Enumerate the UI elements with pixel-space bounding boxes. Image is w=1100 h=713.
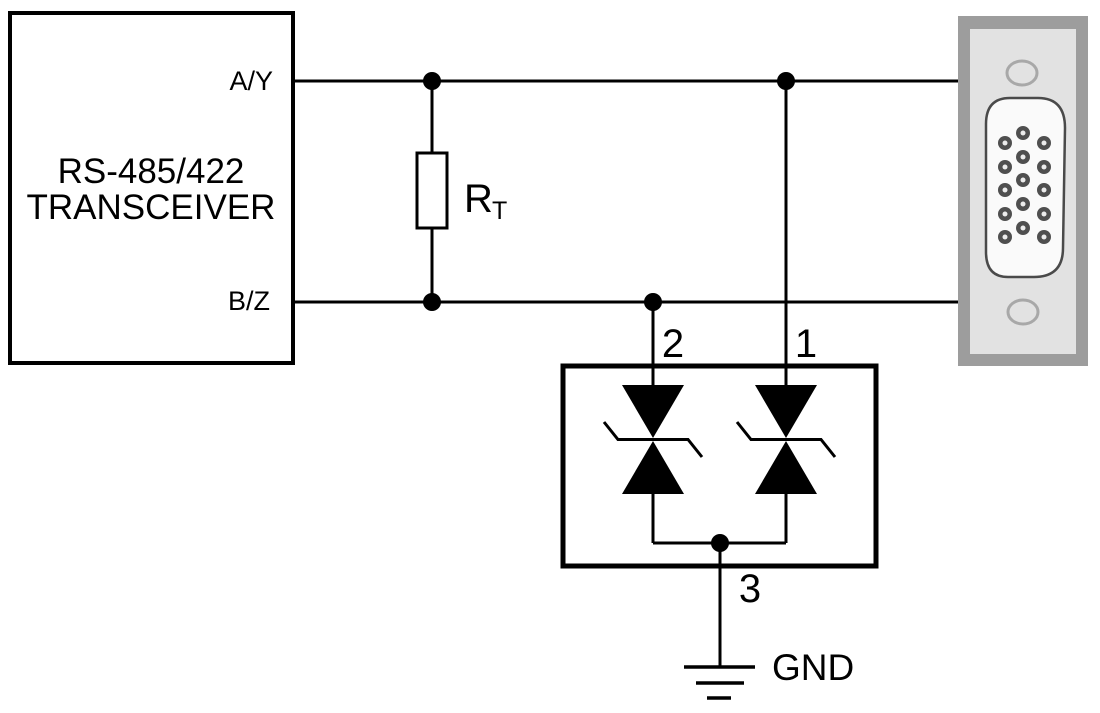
diode1-zener-bar [735, 421, 837, 458]
pin-hole [1041, 164, 1047, 170]
pin-hole [1002, 211, 1008, 217]
diode2-zener-bar [602, 421, 704, 458]
transceiver-title-line2: TRANSCEIVER [27, 188, 276, 227]
resistor-icon [415, 151, 449, 230]
resistor-designator-subscript: T [492, 197, 507, 225]
junction-dots [423, 72, 795, 552]
transceiver-title-line1: RS-485/422 [58, 152, 245, 191]
junction-dot [423, 72, 441, 90]
transceiver-box [8, 11, 295, 365]
earth-ground-icon [684, 665, 755, 700]
dsub-face [984, 96, 1067, 279]
transceiver: RS-485/422 TRANSCEIVER A/Y B/Z [8, 11, 295, 365]
resistor-designator: R [464, 177, 493, 221]
pin-hole [1002, 164, 1008, 170]
tvs-pin1-number: 1 [795, 322, 817, 366]
d-sub-15-connector-icon [958, 16, 1088, 366]
signal-wires [293, 79, 960, 304]
tvs-pin2-number: 2 [662, 322, 684, 366]
pin-label-bz: B/Z [228, 286, 270, 316]
junction-dot [711, 534, 729, 552]
junction-dot [644, 293, 662, 311]
tvs-array: 2 1 3 [560, 81, 879, 667]
tvs-bidirectional-diode-icon [735, 385, 837, 543]
junction-dot [423, 293, 441, 311]
mount-hole-bottom [1006, 298, 1040, 326]
pin-hole [1020, 225, 1026, 231]
junction-dot [777, 72, 795, 90]
diode1-lower-triangle [755, 441, 817, 494]
pin-hole [1041, 140, 1047, 146]
diode2-upper-triangle [622, 385, 684, 438]
mount-hole-top [1005, 59, 1039, 87]
termination-resistor: R T [415, 81, 507, 302]
pin-label-ay: A/Y [229, 66, 273, 96]
pin-hole [1002, 140, 1008, 146]
diode2-lower-triangle [622, 441, 684, 494]
pin-hole [1020, 201, 1026, 207]
pin-hole [1002, 187, 1008, 193]
diode1-upper-triangle [755, 385, 817, 438]
pin-hole [1020, 130, 1026, 136]
pin-hole [1041, 234, 1047, 240]
pin-hole [1041, 187, 1047, 193]
pin-hole [1020, 154, 1026, 160]
ground-label: GND [772, 647, 854, 688]
pin-hole [1020, 177, 1026, 183]
connector-pins [998, 126, 1051, 244]
pin-hole [1041, 211, 1047, 217]
pin-hole [1002, 234, 1008, 240]
tvs-bidirectional-diode-icon [602, 385, 704, 543]
tvs-pin3-number: 3 [739, 567, 761, 611]
